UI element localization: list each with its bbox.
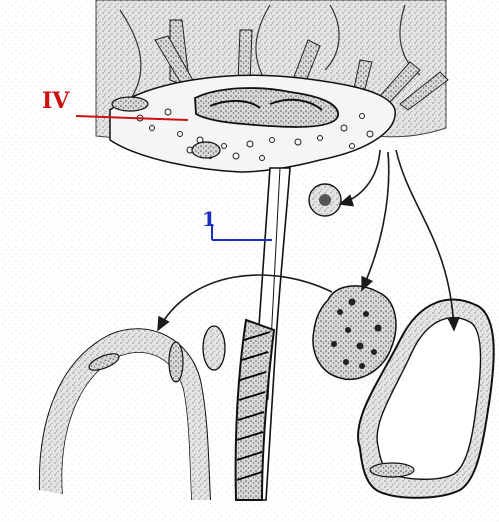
small-cell [192, 142, 220, 158]
endothelial-nucleus [370, 463, 414, 477]
label-iv: IV [42, 88, 70, 114]
small-cell [112, 97, 148, 111]
small-round-nucleus [319, 194, 331, 206]
endothelial-nucleus [169, 342, 183, 382]
label-1: 1 [202, 207, 216, 231]
oval-cell [203, 326, 225, 370]
